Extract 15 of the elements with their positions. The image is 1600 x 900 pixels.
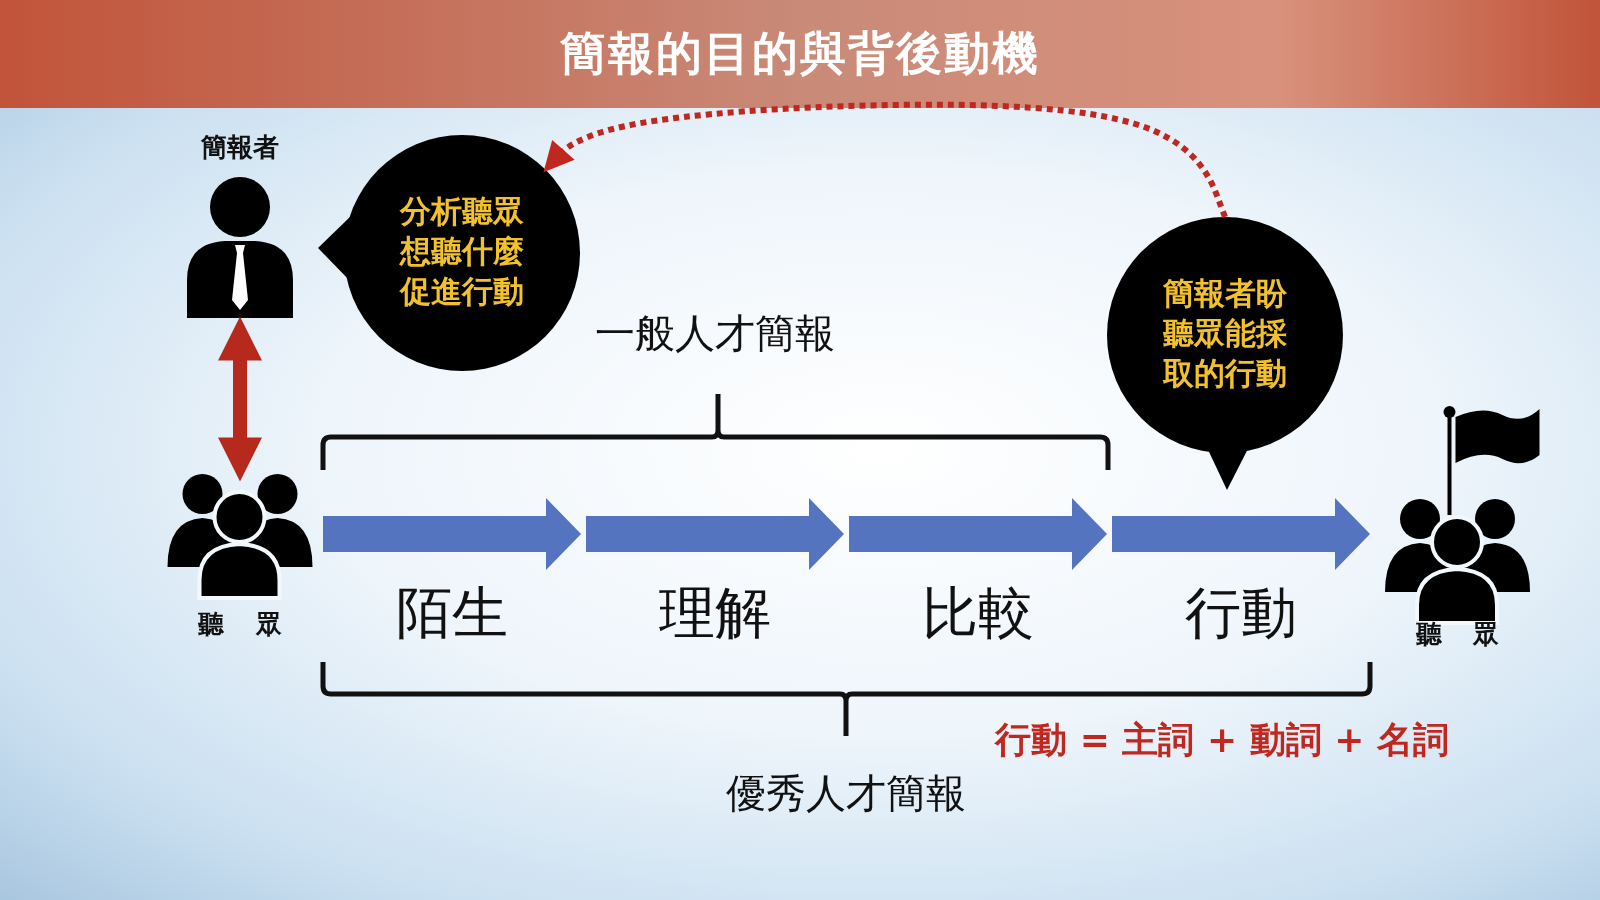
stage-label: 理解 <box>658 579 772 647</box>
dotted-arrow <box>543 101 1228 219</box>
person-label: 簡報者 <box>200 131 280 164</box>
bubble-text: 簡報者盼聽眾能採取的行動 <box>1162 274 1288 393</box>
stage-label: 陌生 <box>395 579 509 647</box>
brace-label: 優秀人才簡報 <box>726 768 966 818</box>
title: 簡報的目的與背後動機 <box>560 25 1040 82</box>
double-arrow <box>218 316 262 482</box>
formula-text: 行動 = 主詞 + 動詞 + 名詞 <box>995 717 1449 762</box>
stage-label: 比較 <box>921 579 1035 647</box>
stage-label: 行動 <box>1184 579 1298 647</box>
audience-label: 聽眾 <box>1414 618 1532 651</box>
bubble-text: 分析聽眾想聽什麼促進行動 <box>398 192 525 311</box>
brace-label: 一般人才簡報 <box>595 308 835 358</box>
audience-label: 聽眾 <box>197 608 314 641</box>
